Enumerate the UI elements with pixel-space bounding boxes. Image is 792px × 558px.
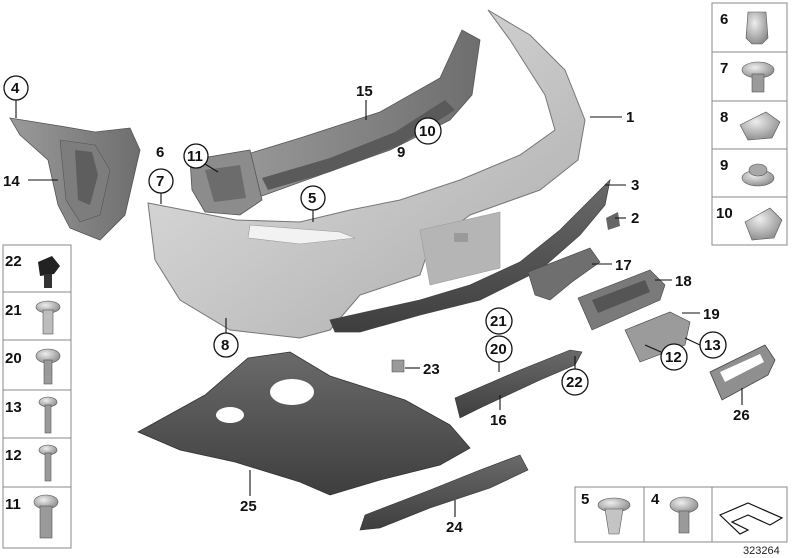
spring-nut-icon [739, 111, 781, 141]
label-23: 23 [423, 361, 440, 378]
label-8: 8 [221, 337, 229, 354]
callout-4: 4 [3, 75, 29, 118]
callout-21: 21 [485, 307, 513, 335]
callout-10: 10 [414, 117, 442, 145]
label-2: 2 [631, 210, 639, 227]
callout-13: 13 [684, 331, 727, 359]
label-9: 9 [397, 144, 405, 161]
label-12: 12 [665, 349, 682, 366]
panel-label-13: 13 [5, 399, 22, 416]
panel-label-10: 10 [716, 205, 733, 222]
bracket-part-17 [527, 247, 601, 301]
label-26: 26 [733, 407, 750, 424]
panel-label-21: 21 [5, 302, 22, 319]
reference-number: 323264 [743, 545, 780, 557]
panel-label-5: 5 [581, 491, 589, 508]
callout-22: 22 [561, 356, 589, 396]
callout-11: 11 [183, 143, 219, 173]
callout-17: 17 [592, 257, 632, 274]
label-3: 3 [631, 177, 639, 194]
label-22: 22 [566, 374, 583, 391]
hex-bolt-icon [669, 496, 699, 514]
label-6: 6 [156, 144, 164, 161]
panel-label-9: 9 [720, 157, 728, 174]
plate-base-part-18 [577, 269, 666, 331]
label-18: 18 [675, 273, 692, 290]
label-15: 15 [356, 83, 373, 100]
callout-25: 25 [240, 470, 257, 515]
panel-label-8: 8 [720, 109, 728, 126]
bumper-trim-part-1 [147, 9, 586, 339]
panel-label-4: 4 [651, 491, 660, 508]
label-20: 20 [490, 341, 507, 358]
callout-5: 5 [300, 185, 326, 222]
orientation-arrow-icon [718, 502, 784, 535]
panel-label-6: 6 [720, 11, 728, 28]
label-13: 13 [704, 337, 721, 354]
clip-part-2 [606, 212, 620, 230]
left-fastener-panel: 22 21 20 13 12 11 [2, 244, 72, 549]
callout-3: 3 [605, 177, 639, 194]
expanding-rivet-icon [38, 256, 60, 276]
clip-icon [744, 207, 783, 241]
bracket-part-14 [9, 117, 141, 241]
label-21: 21 [490, 313, 507, 330]
label-19: 19 [703, 306, 720, 323]
underbody-part-25 [137, 351, 471, 496]
label-7: 7 [156, 173, 164, 190]
panel-label-11: 11 [5, 496, 21, 513]
callout-26: 26 [733, 388, 750, 424]
nut-part-23 [391, 359, 405, 373]
callout-12: 12 [644, 343, 688, 371]
callout-16: 16 [490, 395, 507, 429]
label-11: 11 [187, 148, 203, 165]
label-5: 5 [308, 190, 316, 207]
panel-label-22: 22 [5, 253, 22, 270]
label-10: 10 [419, 123, 436, 140]
callout-14: 14 [3, 173, 58, 190]
diffuser-part-3 [329, 178, 611, 333]
callout-7: 7 [148, 168, 174, 204]
label-4: 4 [11, 80, 20, 97]
callout-20: 20 [485, 335, 513, 372]
panel-label-12: 12 [5, 447, 22, 464]
callout-18: 18 [655, 273, 692, 290]
label-1: 1 [626, 109, 634, 126]
right-fastener-panel: 6 7 8 9 10 [711, 2, 788, 246]
underbody-part-24 [359, 454, 529, 531]
callout-2: 2 [615, 210, 639, 227]
label-25: 25 [240, 498, 257, 515]
plate-part-19 [624, 311, 691, 363]
callout-1: 1 [590, 109, 634, 126]
clip-nut-icon [745, 11, 769, 45]
label-24: 24 [446, 519, 463, 536]
panel-label-20: 20 [5, 350, 22, 367]
frame-part-26 [709, 344, 776, 401]
callout-19: 19 [682, 306, 720, 323]
label-17: 17 [615, 257, 632, 274]
callout-15: 15 [356, 83, 373, 120]
callout-23: 23 [405, 361, 440, 378]
callout-9: 9 [397, 144, 405, 161]
callout-6: 6 [156, 144, 164, 161]
bottom-fastener-panel: 5 4 [574, 486, 788, 543]
callout-24: 24 [446, 500, 463, 536]
label-16: 16 [490, 412, 507, 429]
callout-8: 8 [213, 318, 239, 358]
label-14: 14 [3, 173, 20, 190]
panel-label-7: 7 [720, 60, 728, 77]
